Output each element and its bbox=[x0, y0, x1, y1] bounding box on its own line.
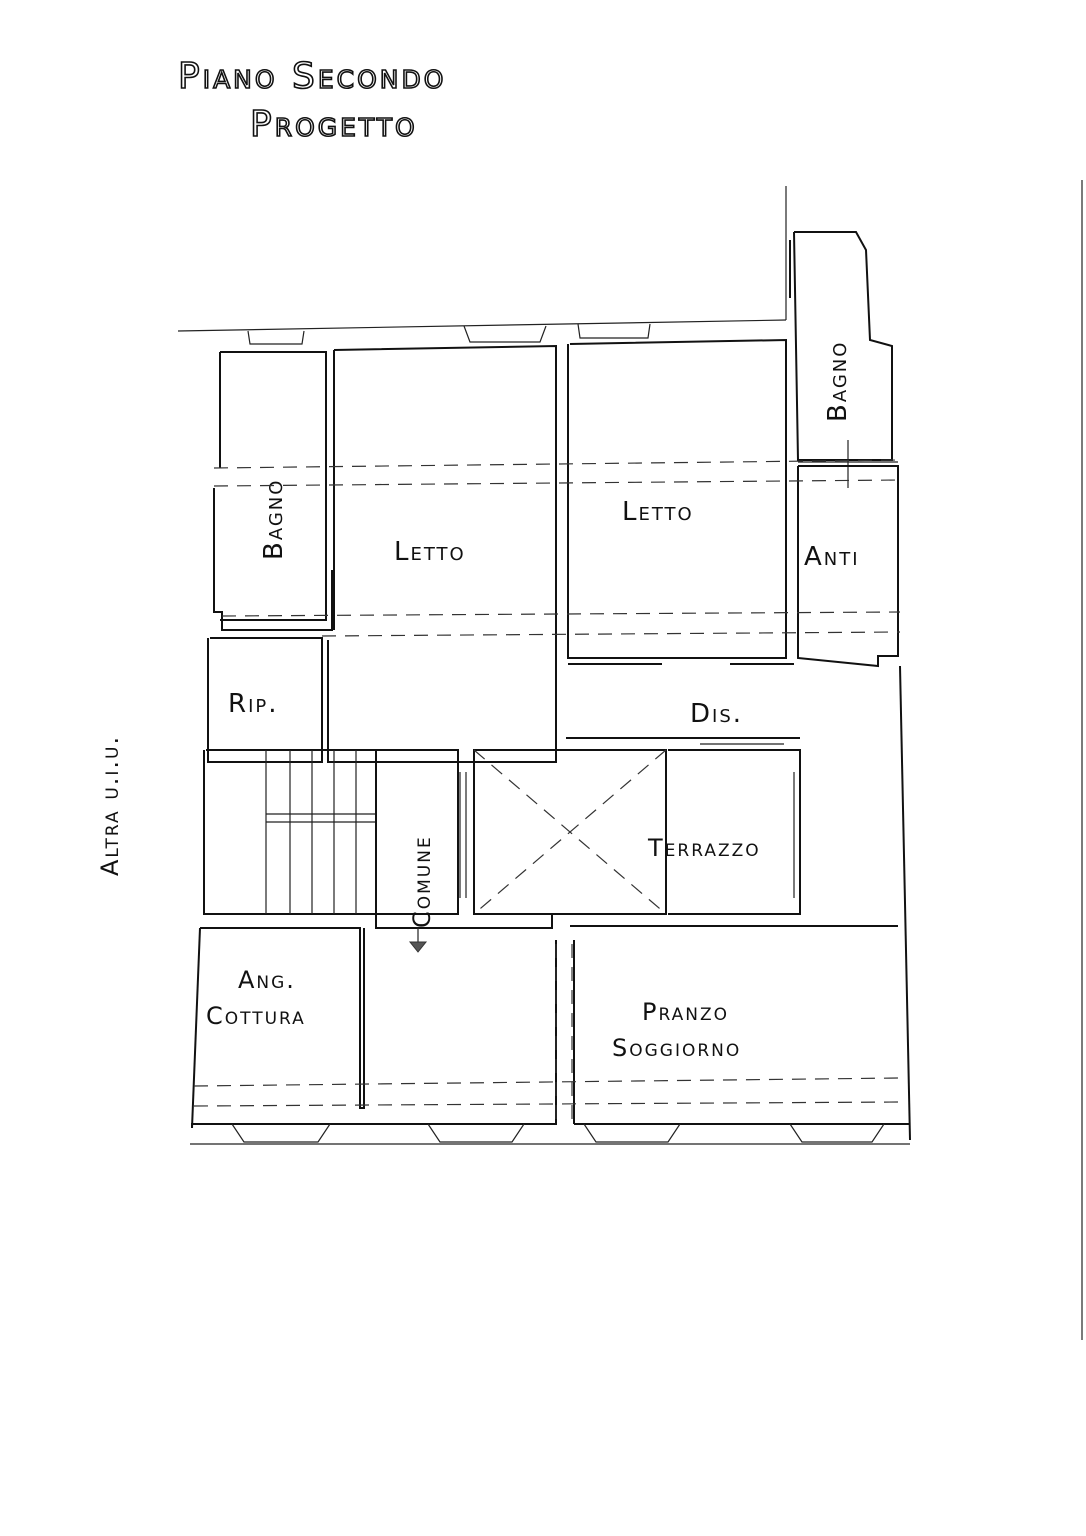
plan-title: Piano Secondo Progetto bbox=[177, 55, 446, 146]
room-terrazzo: Terrazzo bbox=[647, 743, 801, 915]
title-line-1: Piano Secondo bbox=[178, 56, 446, 97]
label-bagno-right: Bagno bbox=[823, 341, 853, 422]
room-anti: Anti bbox=[797, 461, 899, 668]
room-ang-cottura: Ang. Cottura bbox=[191, 927, 365, 1129]
label-anti: Anti bbox=[804, 542, 860, 572]
room-pranzo-soggiorno: Pranzo Soggiorno bbox=[612, 998, 741, 1062]
label-pranzo: Pranzo bbox=[642, 998, 729, 1026]
room-letto-left: Letto bbox=[327, 344, 557, 763]
label-ang-line-2: Cottura bbox=[206, 1002, 306, 1030]
room-rip: Rip. bbox=[207, 637, 323, 763]
label-altra-uiu: Altra u.i.u. bbox=[96, 735, 124, 876]
title-line-2: Progetto bbox=[250, 104, 418, 145]
label-soggiorno: Soggiorno bbox=[612, 1034, 741, 1062]
label-bagno-left: Bagno bbox=[259, 479, 289, 560]
label-rip: Rip. bbox=[228, 689, 279, 719]
bottom-windows bbox=[231, 1123, 885, 1143]
room-dis: Dis. bbox=[566, 665, 911, 1141]
room-letto-center: Letto bbox=[555, 338, 794, 762]
room-comune: Comune bbox=[375, 750, 553, 953]
label-letto-left: Letto bbox=[394, 537, 466, 567]
light-well bbox=[473, 749, 667, 915]
room-bagno-right: Bagno bbox=[789, 231, 893, 488]
room-bagno-left: Bagno bbox=[213, 351, 333, 631]
label-dis: Dis. bbox=[690, 699, 743, 729]
lower-walls bbox=[191, 925, 910, 1128]
top-windows bbox=[247, 323, 651, 345]
label-comune: Comune bbox=[408, 835, 436, 928]
label-letto-center: Letto bbox=[622, 497, 694, 527]
label-ang-line-1: Ang. bbox=[238, 966, 296, 994]
beam-lines bbox=[193, 459, 901, 1107]
label-terrazzo: Terrazzo bbox=[647, 834, 761, 862]
property-boundaries bbox=[177, 180, 1083, 1340]
